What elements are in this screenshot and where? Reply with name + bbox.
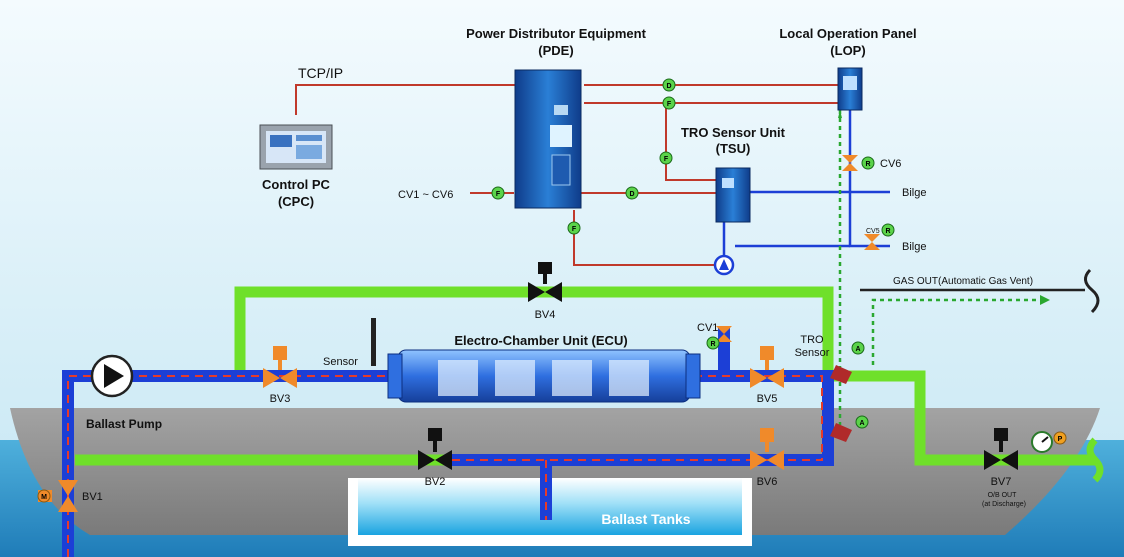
bv3-label: BV3 — [270, 393, 291, 405]
badge-f1: F — [667, 101, 672, 108]
ecu — [387, 349, 701, 403]
bv2-label: BV2 — [425, 476, 446, 488]
cv-range-label: CV1 ~ CV6 — [398, 189, 453, 201]
bv5-label: BV5 — [757, 393, 778, 405]
ballast-tank-frame — [348, 478, 752, 546]
valve-cv6 — [842, 155, 858, 171]
bv7-label: BV7 — [991, 476, 1012, 488]
control-pc — [259, 124, 333, 170]
bilge1-label: Bilge — [902, 187, 926, 199]
sensor-lines — [722, 108, 890, 258]
bilge2-label: Bilge — [902, 241, 926, 253]
valve-bv3 — [263, 346, 297, 388]
valve-bv7 — [984, 428, 1018, 470]
circulation-pump — [713, 254, 735, 276]
badge-m: M — [41, 494, 47, 501]
badge-r-cv1: R — [710, 341, 715, 348]
ballast-tanks-label: Ballast Tanks — [601, 511, 690, 527]
ecu-label: Electro-Chamber Unit (ECU) — [454, 333, 627, 348]
ballast-pump — [90, 354, 134, 398]
tro-sensor-label-2: Sensor — [795, 347, 830, 359]
lop-gas-arrow — [838, 110, 842, 118]
badge-a1: A — [855, 346, 860, 353]
badge-f3: F — [496, 191, 501, 198]
cpc-abbr: (CPC) — [278, 194, 314, 209]
badge-r-cv5: R — [885, 228, 890, 235]
badge-d2: D — [629, 191, 634, 198]
cv5-label: CV5 — [866, 228, 880, 235]
badge-r-cv6: R — [865, 161, 870, 168]
valve-cv1 — [716, 326, 732, 342]
at-discharge-label: (at Discharge) — [982, 501, 1026, 508]
signal-badges — [37, 78, 1067, 503]
pde-title: Power Distributor Equipment — [466, 26, 647, 41]
ballast-pump-label: Ballast Pump — [86, 417, 162, 431]
pde-abbr: (PDE) — [538, 43, 573, 58]
tsu-title: TRO Sensor Unit — [681, 125, 786, 140]
gas-vent-outlet — [1084, 268, 1100, 314]
sensor-probe — [371, 318, 376, 366]
cv6-label: CV6 — [880, 158, 901, 170]
gas-out-label: GAS OUT(Automatic Gas Vent) — [893, 276, 1033, 287]
gas-out-arrow — [1040, 295, 1050, 305]
bv1-label: BV1 — [82, 491, 103, 503]
pressure-gauge — [1031, 431, 1053, 453]
lop-title: Local Operation Panel — [779, 26, 916, 41]
valve-bv5 — [750, 346, 784, 388]
badge-d1: D — [666, 83, 671, 90]
bv6-label: BV6 — [757, 476, 778, 488]
tsu-abbr: (TSU) — [716, 141, 751, 156]
tro-sampling-point — [830, 423, 852, 442]
tro-sensor-point — [830, 365, 852, 384]
gas-out-line — [871, 298, 1040, 365]
cpc-title: Control PC — [262, 177, 330, 192]
lop-panel — [837, 67, 863, 111]
tro-sensor-label-1: TRO — [800, 334, 824, 346]
lop-abbr: (LOP) — [830, 43, 865, 58]
ob-out-label: O/B OUT — [988, 492, 1018, 499]
pde-cabinet — [514, 69, 582, 209]
badge-a2: A — [859, 420, 864, 427]
valve-bv6 — [750, 428, 784, 470]
valve-bv2 — [418, 428, 452, 470]
tsu-unit — [715, 167, 751, 223]
bv4-label: BV4 — [535, 309, 556, 321]
sensor-label: Sensor — [323, 356, 358, 368]
valve-cv5 — [864, 234, 880, 250]
badge-p: P — [1058, 436, 1063, 443]
overboard-outlet — [1086, 437, 1104, 483]
valve-bv4 — [528, 262, 562, 302]
cv1-label: CV1 — [697, 322, 718, 334]
badge-f2: F — [664, 156, 669, 163]
badge-f4: F — [572, 226, 577, 233]
tcpip-label: TCP/IP — [298, 65, 343, 81]
